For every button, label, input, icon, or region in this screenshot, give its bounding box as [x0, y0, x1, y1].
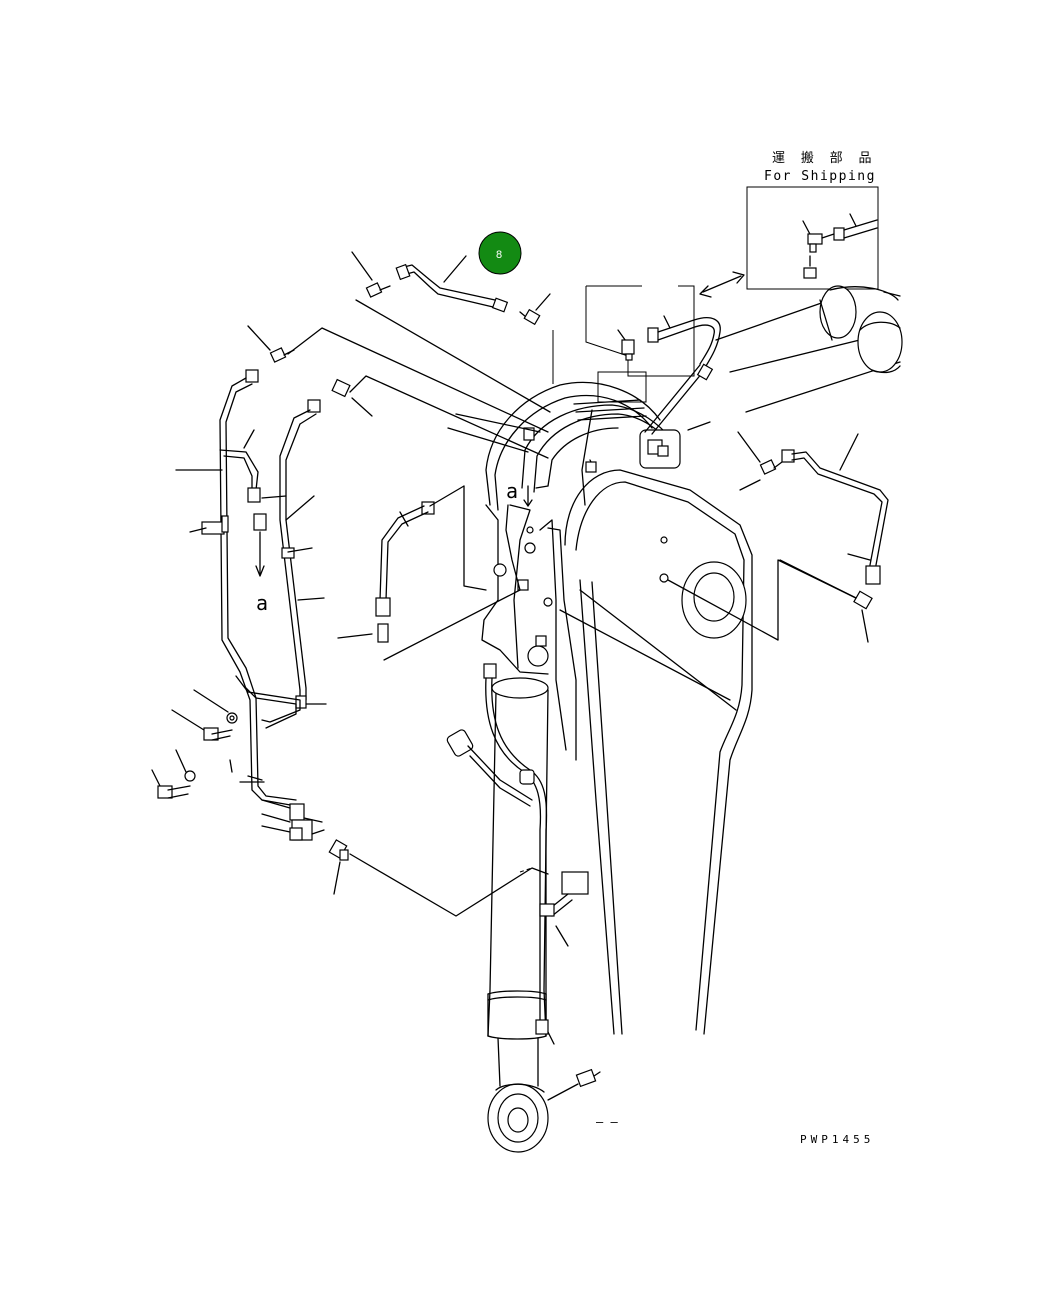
- view-marker-top: a: [506, 479, 518, 503]
- double-arrow-icon: [699, 271, 745, 298]
- shipping-title-jp: 運 搬 部 品: [772, 151, 875, 166]
- bottom-mark: ‒ ‒: [596, 1115, 618, 1129]
- boom-pins: [715, 285, 903, 413]
- arm-cylinder: [487, 677, 549, 1153]
- middle-pipe-assembly: [331, 375, 549, 661]
- drawing-code: PWP1455: [800, 1133, 874, 1146]
- arm-body: [559, 469, 857, 1035]
- boom-foot-assembly: [447, 330, 711, 511]
- callout-badge[interactable]: 8: [478, 231, 522, 275]
- left-pipe-assembly: a: [151, 325, 549, 917]
- view-marker-left: a: [256, 591, 268, 615]
- cylinder-bracket: a: [481, 479, 577, 761]
- shipping-box: 運 搬 部 品 For Shipping: [746, 151, 879, 290]
- shipping-title-en: For Shipping: [764, 169, 876, 184]
- grease-fitting: ‒ ‒: [547, 1068, 618, 1129]
- right-pipe-assembly: [737, 431, 889, 643]
- top-pipe-assembly: [351, 251, 551, 413]
- cylinder-hoses: [446, 663, 589, 1045]
- callout-number: 8: [496, 249, 502, 261]
- hose-bracket-inset: [585, 285, 721, 381]
